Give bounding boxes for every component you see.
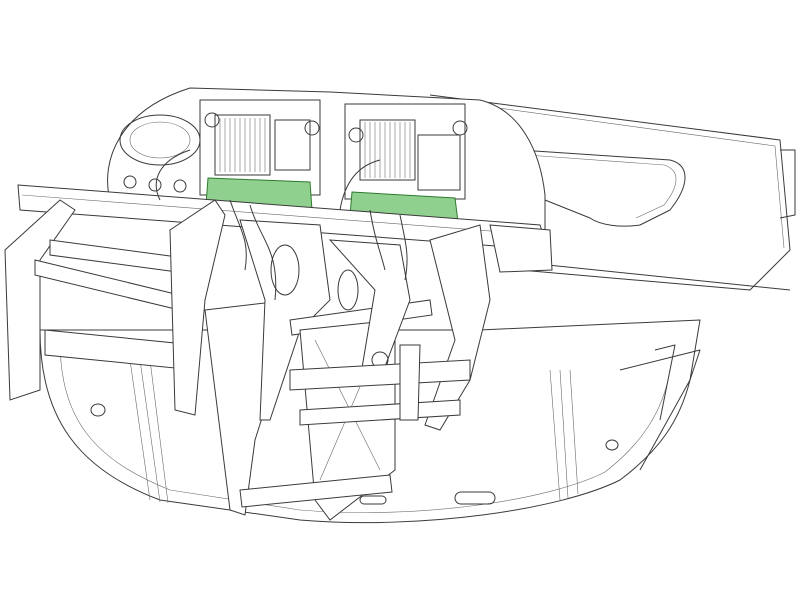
- seat-frame-center: [204, 219, 433, 521]
- avionics-unit-left: [199, 99, 321, 211]
- wiring-harness: [155, 149, 408, 301]
- seat-frame-left: [4, 199, 226, 416]
- avionics-unit-right: [344, 103, 468, 223]
- hull: [39, 319, 701, 524]
- seat-frame-right: [289, 224, 553, 431]
